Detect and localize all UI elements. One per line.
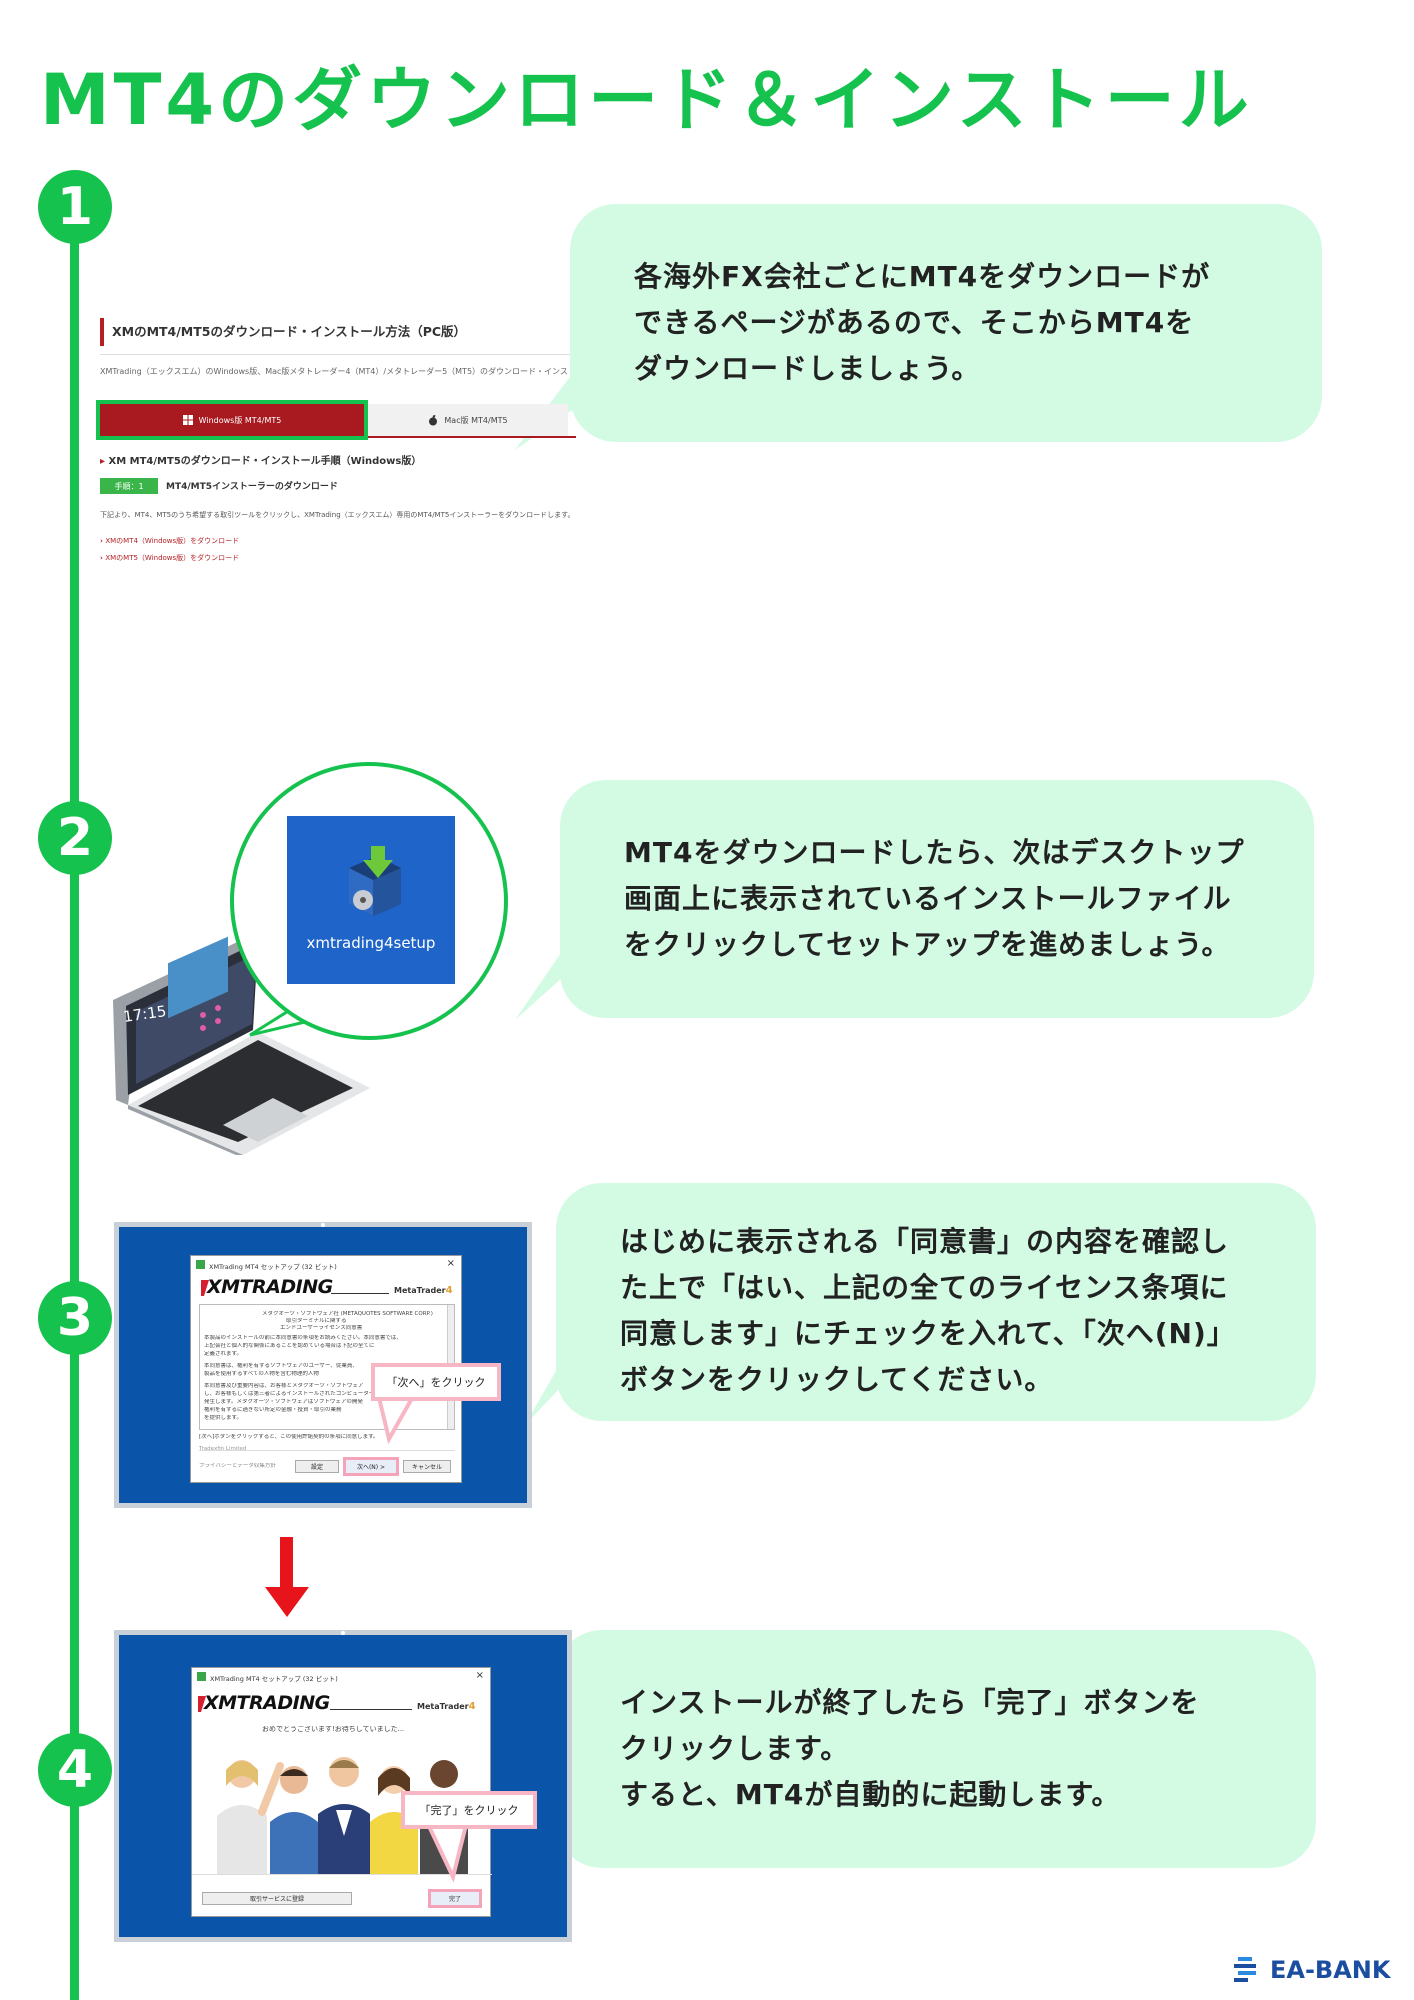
bubble-step-1: 各海外FX会社ごとにMT4をダウンロードが できるページがあるので、そこからMT…: [570, 204, 1322, 442]
bubble-1-line-3: ダウンロードしましょう。: [634, 352, 981, 385]
bubble-step-3: はじめに表示される「同意書」の内容を確認し た上で「はい、上記の全てのライセンス…: [556, 1183, 1316, 1421]
setup-dialog-finish: XMTrading MT4 セットアップ (32 ビット) × XMTRADIN…: [191, 1667, 492, 1917]
xm-brand: XMTRADING: [207, 1276, 333, 1298]
web-section-title: XM MT4/MT5のダウンロード・インストール手順（Windows版）: [100, 452, 422, 467]
footer-divider: [199, 1450, 455, 1451]
tab-mac-label: Mac版 MT4/MT5: [444, 415, 508, 425]
bubble-3-line-2: た上で「はい、上記の全てのライセンス条項に: [620, 1271, 1229, 1304]
metatrader-text: MetaTrader: [394, 1286, 446, 1295]
license-line-6: 定義されます。: [204, 1351, 242, 1357]
license-line-8: 製品を使用するすべての人物を含む物理的人物: [204, 1371, 319, 1377]
footer-divider-2: [192, 1874, 492, 1875]
close-icon-2[interactable]: ×: [475, 1670, 484, 1681]
setup-app-icon: [196, 1260, 205, 1269]
web-step-badge: 手順：1: [100, 478, 158, 494]
bubble-3-line-4: ボタンをクリックしてください。: [620, 1363, 1054, 1396]
bubble-4-line-2: クリックします。: [620, 1732, 850, 1765]
bubble-1-line-1: 各海外FX会社ごとにMT4をダウンロードが: [634, 260, 1211, 293]
company-name: Tradexfin Limited: [199, 1446, 247, 1452]
license-line-1: メタクオーツ・ソフトウェア社 (METAQUOTES SOFTWARE CORP…: [262, 1311, 433, 1317]
finish-button[interactable]: 完了: [428, 1889, 482, 1908]
bubble-2-line-1: MT4をダウンロードしたら、次はデスクトップ: [624, 836, 1245, 869]
license-line-7: 本同意書は、権利を有するソフトウェアのユーザー、従業員、: [204, 1363, 358, 1369]
platform-tabs: Windows版 MT4/MT5 Mac版 MT4/MT5: [96, 400, 576, 442]
step-number-4: 4: [38, 1733, 112, 1807]
laptop-clock: 17:15: [122, 1002, 167, 1026]
license-line-11: 発生します。メタクオーツ・ソフトウェアはソフトウェアの開発: [204, 1399, 363, 1405]
step-number-1: 1: [38, 170, 112, 244]
license-line-13: を提供します。: [204, 1415, 242, 1421]
web-body-text: 下記より、MT4、MT5のうち希望する取引ツールをクリックし、XMTrading…: [100, 511, 575, 519]
metatrader-number-2: 4: [468, 1701, 476, 1712]
step-number-2: 2: [38, 801, 112, 875]
settings-button[interactable]: 設定: [295, 1460, 339, 1473]
metatrader-number: 4: [445, 1285, 453, 1296]
installer-box-icon: [349, 846, 401, 916]
ea-bank-logo-icon: [1234, 1957, 1256, 1982]
link-mt4-windows[interactable]: XMのMT4（Windows版）をダウンロード: [100, 536, 239, 546]
down-arrow: [265, 1537, 309, 1617]
xm-download-page: XMのMT4/MT5のダウンロード・インストール方法（PC版） XMTradin…: [96, 310, 576, 590]
bubble-3-line-3: 同意します」にチェックを入れて、「次へ(N)」: [620, 1317, 1236, 1350]
metatrader-text-2: MetaTrader: [417, 1702, 469, 1711]
camera-dot: [321, 1223, 325, 1227]
laptop-illustration: 17:15: [113, 930, 370, 1155]
license-line-2: 取引ターミナルに関する: [286, 1318, 347, 1324]
cancel-button[interactable]: キャンセル: [403, 1460, 451, 1473]
apple-icon: [429, 414, 438, 425]
agree-note: [次へ]ボタンをクリックすると、この使用許諾契約の条項に同意します。: [199, 1434, 379, 1440]
timeline-line: [70, 190, 79, 2000]
metatrader-label-2: MetaTrader4: [417, 1701, 476, 1712]
bubble-4-line-3: すると、MT4が自動的に起動します。: [620, 1778, 1121, 1811]
close-icon[interactable]: ×: [446, 1258, 455, 1269]
congrats-text: おめでとうございます!お待ちしていました...: [262, 1726, 405, 1733]
callout-finish: 「完了」をクリック: [401, 1791, 537, 1829]
bubble-4-line-1: インストールが終了したら「完了」ボタンを: [620, 1686, 1200, 1719]
license-line-9: 本同意書及び重要内容は、お客様とメタクオーツ・ソフトウェア: [204, 1383, 364, 1389]
tab-underline: [368, 436, 576, 438]
camera-dot-2: [341, 1631, 345, 1635]
desktop-file-icon[interactable]: xmtrading4setup: [287, 816, 455, 984]
privacy-link[interactable]: プライバシーとデータ収集方針: [199, 1463, 276, 1469]
ea-bank-logo: EA-BANK: [1232, 1955, 1390, 1985]
file-label: xmtrading4setup: [306, 934, 436, 952]
license-line-10: し、お客様もしくは第三者によるインストールされたコンピューター: [204, 1391, 375, 1397]
ea-bank-logo-text: EA-BANK: [1270, 1956, 1391, 1984]
setup-screen-finish: XMTrading MT4 セットアップ (32 ビット) × XMTRADIN…: [114, 1630, 572, 1942]
bubble-step-4: インストールが終了したら「完了」ボタンを クリックします。 すると、MT4が自動…: [556, 1630, 1316, 1868]
window-title: XMTrading MT4 セットアップ (32 ビット): [209, 1263, 337, 1271]
brand-underline: [331, 1293, 389, 1294]
license-line-12: 権利を有するに過ぎない所定の金融・投資・取引の業務: [204, 1407, 342, 1413]
web-divider: [100, 354, 570, 355]
web-subtext: XMTrading（エックスエム）のWindows版、Mac版メタトレーダー4（…: [100, 367, 570, 376]
window-title-2: XMTrading MT4 セットアップ (32 ビット): [210, 1675, 338, 1683]
page-title: MT4のダウンロード＆インストール: [40, 59, 1253, 141]
step-number-3: 3: [38, 1281, 112, 1355]
tab-windows[interactable]: Windows版 MT4/MT5: [96, 400, 368, 440]
register-trading-button[interactable]: 取引サービスに登録: [202, 1892, 352, 1905]
license-line-3: エンドユーザーライセンス同意書: [280, 1325, 363, 1331]
xm-accent-icon: [201, 1280, 209, 1296]
web-step-title: MT4/MT5インストーラーのダウンロード: [166, 482, 338, 492]
bubble-2-line-2: 画面上に表示されているインストールファイル: [624, 882, 1232, 915]
setup-app-icon-2: [197, 1672, 206, 1681]
brand-underline-2: [330, 1709, 412, 1710]
bubble-step-2: MT4をダウンロードしたら、次はデスクトップ 画面上に表示されているインストール…: [560, 780, 1314, 1018]
bubble-3-line-1: はじめに表示される「同意書」の内容を確認し: [620, 1225, 1230, 1258]
tab-mac[interactable]: Mac版 MT4/MT5: [368, 404, 568, 436]
tab-windows-label: Windows版 MT4/MT5: [198, 415, 282, 425]
metatrader-label: MetaTrader4: [394, 1285, 453, 1296]
xm-accent-icon-2: [198, 1696, 206, 1712]
next-button[interactable]: 次へ(N) >: [343, 1457, 399, 1476]
link-mt5-windows[interactable]: XMのMT5（Windows版）をダウンロード: [100, 553, 239, 563]
callout-next: 「次へ」をクリック: [371, 1363, 501, 1401]
windows-icon: [182, 415, 193, 425]
license-line-5: 上記会社と個人的な関係にあることを認めている場合は下記の全てに: [204, 1343, 375, 1349]
bubble-1-line-2: できるページがあるので、そこからMT4を: [634, 306, 1195, 339]
web-heading: XMのMT4/MT5のダウンロード・インストール方法（PC版）: [100, 318, 466, 346]
bubble-2-line-3: をクリックしてセットアップを進めましょう。: [624, 928, 1231, 961]
setup-screen-license: XMTrading MT4 セットアップ (32 ビット) × XMTRADIN…: [114, 1222, 532, 1508]
xm-brand-2: XMTRADING: [204, 1692, 330, 1714]
license-line-4: 本製品のインストールの前に本同意書の条項をお読みください。本同意書では、: [204, 1335, 402, 1341]
